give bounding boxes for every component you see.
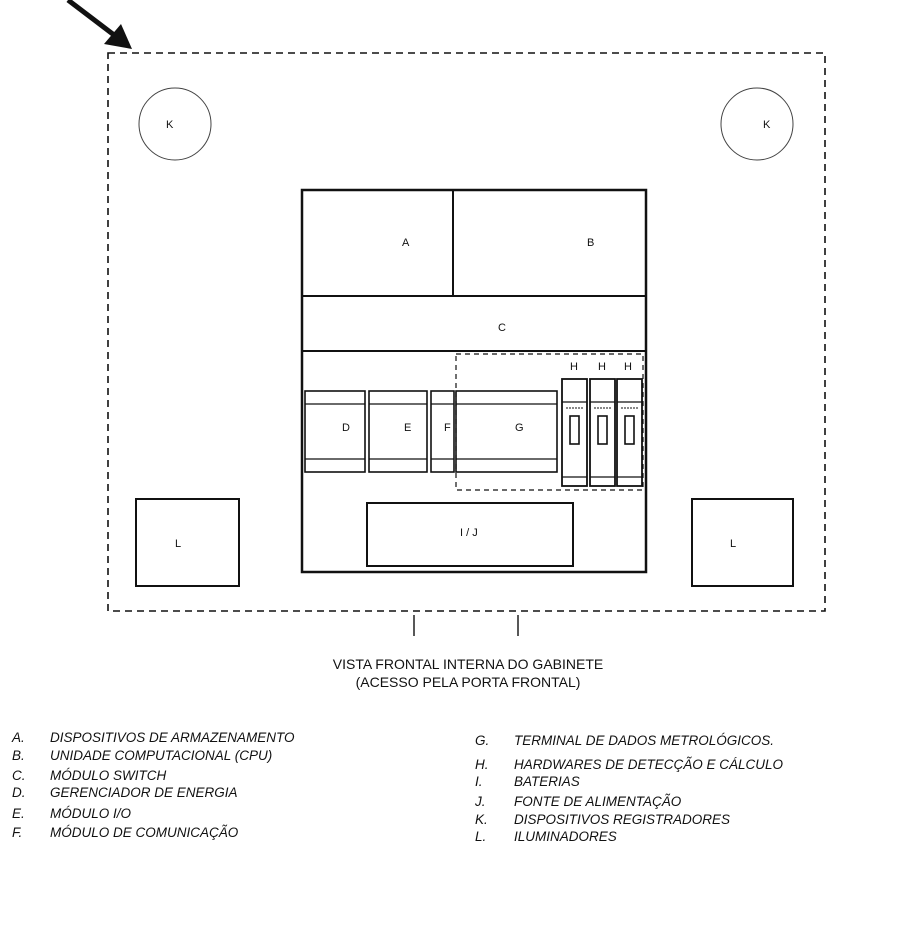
legend-text: DISPOSITIVOS DE ARMAZENAMENTO xyxy=(50,730,295,745)
legend-key: D. xyxy=(12,785,26,800)
legend-text: UNIDADE COMPUTACIONAL (CPU) xyxy=(50,748,272,763)
legend-key: A. xyxy=(11,730,25,745)
legend-text: HARDWARES DE DETECÇÃO E CÁLCULO xyxy=(514,757,784,772)
legend-key: J. xyxy=(474,794,486,809)
arrow-icon xyxy=(66,0,132,49)
label-h-2: H xyxy=(598,361,606,373)
legend-key: G. xyxy=(475,733,489,748)
legend-text: BATERIAS xyxy=(514,774,580,789)
module-d xyxy=(304,390,366,473)
legend-key: C. xyxy=(12,768,26,783)
legend-text: MÓDULO DE COMUNICAÇÃO xyxy=(50,825,239,840)
caption-line-1: VISTA FRONTAL INTERNA DO GABINETE xyxy=(333,656,603,672)
label-k-left: K xyxy=(166,119,174,131)
legend-key: E. xyxy=(12,806,25,821)
label-l-right: L xyxy=(730,538,736,550)
legend-left: A. DISPOSITIVOS DE ARMAZENAMENTO B. UNID… xyxy=(11,730,295,840)
component-l-right xyxy=(691,498,794,587)
legend-text: MÓDULO I/O xyxy=(50,806,132,821)
label-b: B xyxy=(587,237,594,249)
legend-text: DISPOSITIVOS REGISTRADORES xyxy=(514,812,730,827)
label-a: A xyxy=(402,237,410,249)
legend-key: H. xyxy=(475,757,489,772)
component-k-left xyxy=(138,87,212,161)
component-k-right xyxy=(720,87,794,161)
rack-outline xyxy=(300,188,648,574)
legend-text: TERMINAL DE DADOS METROLÓGICOS. xyxy=(514,733,774,748)
legend-text: FONTE DE ALIMENTAÇÃO xyxy=(514,794,682,809)
label-f: F xyxy=(444,422,451,434)
label-g: G xyxy=(515,422,524,434)
module-h-1 xyxy=(561,378,588,487)
module-g xyxy=(455,390,558,473)
label-l-left: L xyxy=(175,538,181,550)
legend-key: I. xyxy=(475,774,483,789)
module-h-3 xyxy=(616,378,643,487)
module-h-2 xyxy=(589,378,616,487)
module-f xyxy=(430,390,455,473)
module-e xyxy=(368,390,428,473)
label-h-1: H xyxy=(570,361,578,373)
label-c: C xyxy=(498,322,506,334)
legend-right: G. TERMINAL DE DADOS METROLÓGICOS. H. HA… xyxy=(474,733,784,844)
caption-bracket xyxy=(413,615,519,636)
legend-text: ILUMINADORES xyxy=(514,829,617,844)
component-ij xyxy=(366,502,574,567)
legend-key: B. xyxy=(12,748,25,763)
label-h-3: H xyxy=(624,361,632,373)
legend-key: L. xyxy=(475,829,486,844)
component-l-left xyxy=(135,498,240,587)
legend-text: GERENCIADOR DE ENERGIA xyxy=(50,785,238,800)
legend-text: MÓDULO SWITCH xyxy=(50,768,166,783)
label-d: D xyxy=(342,422,350,434)
caption-line-2: (ACESSO PELA PORTA FRONTAL) xyxy=(356,674,581,690)
cabinet-outline xyxy=(107,52,826,612)
legend-key: K. xyxy=(475,812,488,827)
label-ij: I / J xyxy=(460,527,478,539)
label-k-right: K xyxy=(763,119,771,131)
legend-key: F. xyxy=(12,825,22,840)
label-e: E xyxy=(404,422,411,434)
